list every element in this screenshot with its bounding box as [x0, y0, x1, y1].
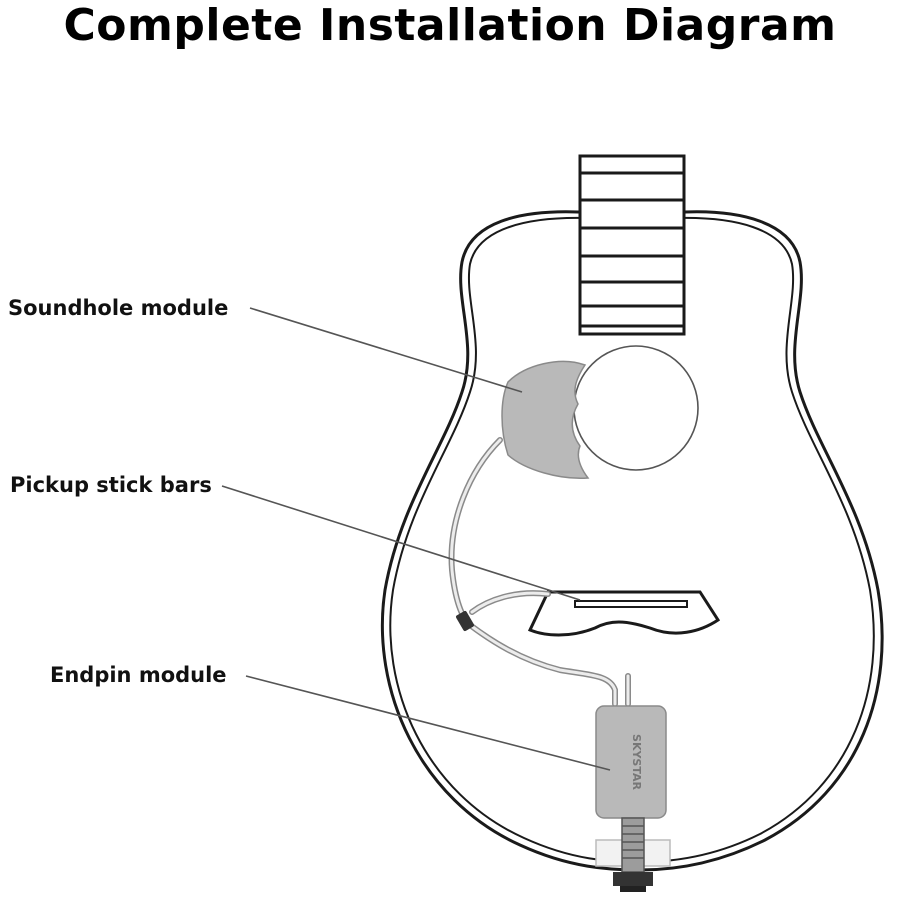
leader-soundhole: [249, 307, 523, 393]
callout-endpin-module: Endpin module: [50, 663, 227, 687]
soundhole-module: [501, 360, 590, 479]
endpin-module-label: SKYSTAR: [630, 734, 643, 790]
endpin-jack-nut: [613, 872, 653, 886]
leader-endpin: [245, 675, 611, 771]
soundhole: [573, 345, 699, 471]
leader-pickup: [221, 485, 581, 601]
callout-soundhole-module: Soundhole module: [8, 296, 229, 320]
saddle: [574, 600, 688, 608]
cable-clip: [456, 610, 474, 632]
neck-frets: [580, 171, 684, 328]
diagram-title: Complete Installation Diagram: [63, 0, 837, 51]
guitar-neck: [578, 154, 686, 336]
callout-pickup-stick-bars: Pickup stick bars: [10, 473, 212, 497]
endpin-jack-threads: [622, 825, 644, 859]
